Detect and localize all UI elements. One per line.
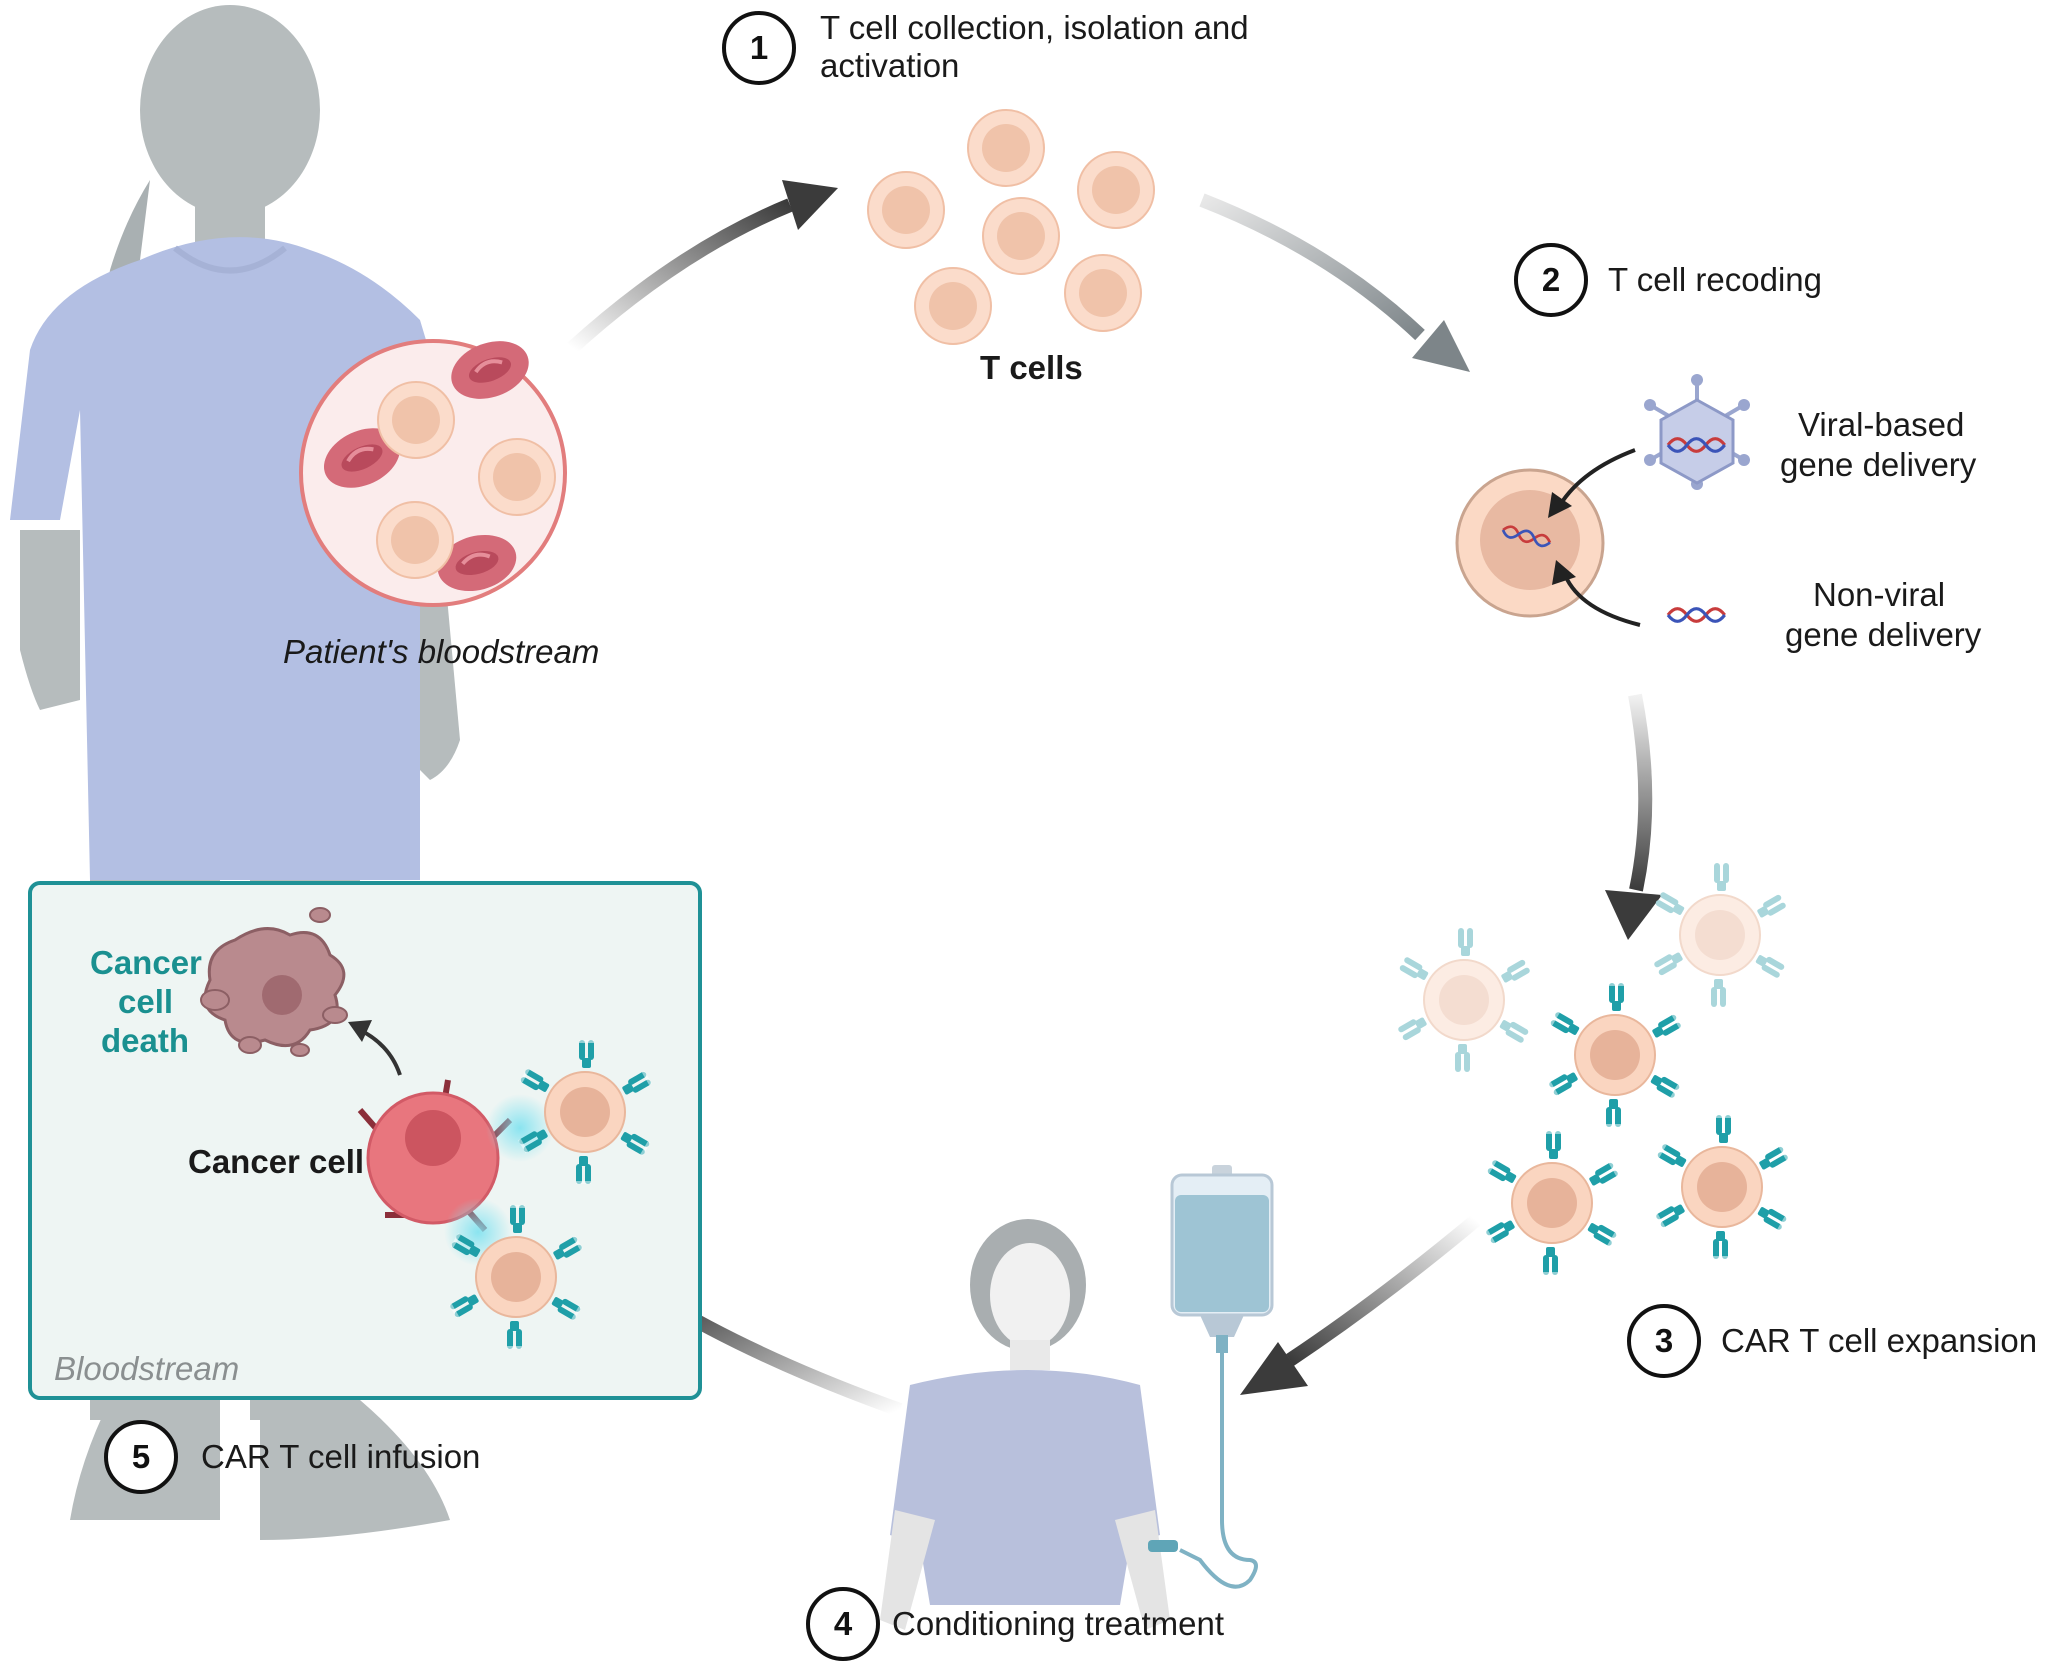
viral-label-line2: gene delivery [1780, 446, 1977, 483]
step-1-number: 1 [722, 11, 796, 85]
nonviral-label-line2: gene delivery [1785, 616, 1982, 653]
nonviral-delivery-arrow [1563, 574, 1641, 627]
step-3-number: 3 [1627, 1304, 1701, 1378]
arrow-to-step3 [1628, 693, 1653, 892]
cancer-death-line1: Cancer [90, 944, 202, 981]
step-1-label-line1: T cell collection, isolation and [820, 9, 1249, 46]
conditioning-patient [880, 1219, 1170, 1630]
cancer-cell-label: Cancer cell [188, 1143, 365, 1180]
arrow-to-step4 [1286, 1214, 1481, 1366]
cancer-death-line3: death [101, 1022, 190, 1059]
bloodstream-label: Bloodstream [54, 1350, 240, 1387]
nonviral-label-line1: Non-viral [1813, 576, 1946, 613]
step-4-number: 4 [806, 1587, 880, 1661]
virus-icon [1644, 374, 1750, 490]
step-1-label-line2: activation [820, 47, 960, 84]
patient-bloodstream-label: Patient's bloodstream [283, 633, 600, 670]
step-2-label: T cell recoding [1608, 261, 1823, 298]
car-t-expansion-cluster [1397, 863, 1789, 1275]
cancer-cell [357, 1079, 513, 1232]
arrow-to-step2 [1199, 193, 1425, 341]
bloodstream-inset [299, 328, 567, 607]
iv-bag [1148, 1165, 1274, 1589]
t-cells-label: T cells [980, 349, 1083, 386]
viral-delivery-arrow [1558, 448, 1636, 507]
bloodstream-panel [28, 881, 702, 1400]
arrow-to-step1 [567, 198, 793, 354]
step-5-number: 5 [104, 1420, 178, 1494]
step-4-label: Conditioning treatment [892, 1605, 1225, 1642]
viral-label-line1: Viral-based [1798, 406, 1965, 443]
nonviral-dna-icon [1666, 607, 1727, 623]
recoding-cell [1455, 468, 1605, 618]
t-cells-cluster [867, 109, 1155, 345]
step-5-label: CAR T cell infusion [201, 1438, 481, 1475]
step-2-number: 2 [1514, 243, 1588, 317]
cancer-death-line2: cell [118, 983, 174, 1020]
dead-cancer-cell [200, 907, 348, 1057]
step-3-label: CAR T cell expansion [1721, 1322, 2038, 1359]
